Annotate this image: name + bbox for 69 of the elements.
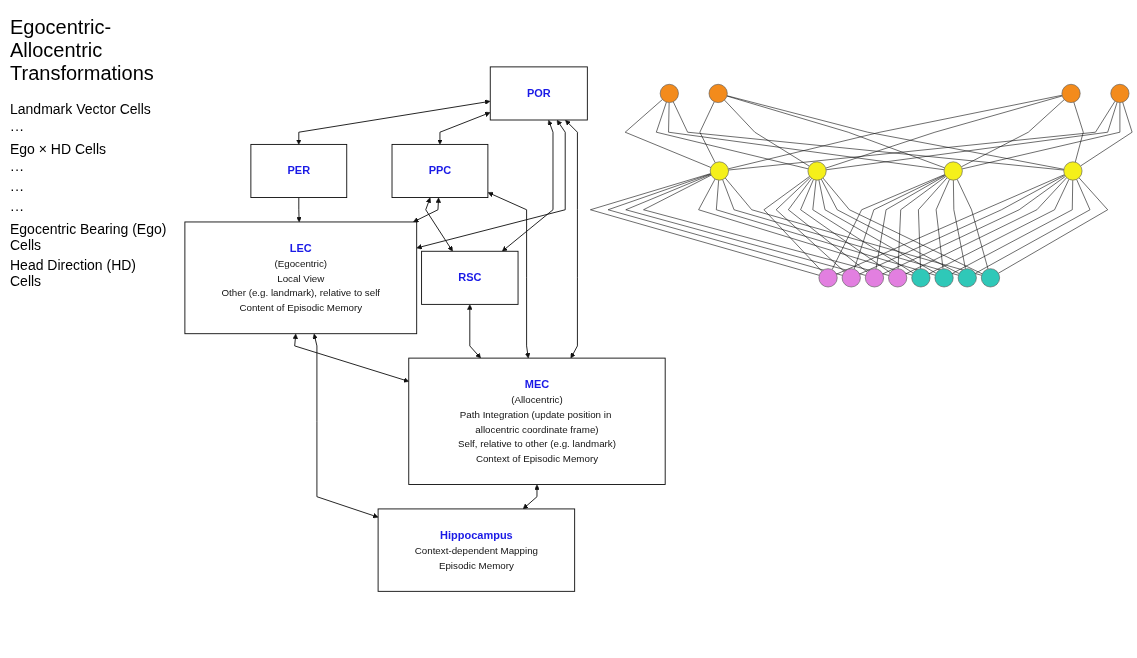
node-circle <box>1063 161 1083 181</box>
network-label: Head Direction (HD) Cells <box>10 257 138 289</box>
node-box: Hippocampus Context-dependent Mapping Episodic Memory <box>377 508 576 592</box>
connector <box>818 179 937 274</box>
connector <box>831 174 946 270</box>
connector <box>905 177 1067 274</box>
connector <box>643 174 890 276</box>
node-box: RSC <box>421 250 519 305</box>
connector <box>590 173 820 276</box>
node-box: PER <box>250 143 348 198</box>
network-label: ··· <box>10 201 25 217</box>
network-label: Ego × HD Cells <box>10 141 108 157</box>
connector <box>728 100 1116 171</box>
connector <box>821 178 960 274</box>
connector <box>918 177 948 269</box>
node-circle <box>1110 83 1130 103</box>
network-label: ··· <box>10 121 25 137</box>
connector <box>656 101 809 169</box>
network-label: Landmark Vector Cells <box>10 101 152 117</box>
connector <box>698 178 913 276</box>
node-circle <box>659 83 679 103</box>
connector <box>825 95 1063 169</box>
connector <box>625 174 866 276</box>
connector <box>875 175 946 269</box>
node-box: PPC <box>391 143 489 198</box>
node-box: POR <box>489 66 588 121</box>
node-box: LEC (Egocentric) Local View Other (e.g. landmark), relative to self Content of Episodic Memory <box>184 221 418 335</box>
node-circle <box>888 268 908 288</box>
connector <box>961 102 1121 170</box>
connector <box>800 179 891 273</box>
connector <box>1073 101 1084 163</box>
connector <box>775 176 845 272</box>
node-circle <box>934 268 954 288</box>
node-circle <box>1061 83 1081 103</box>
connector <box>853 174 946 270</box>
connector <box>961 99 1065 167</box>
diagram-title: Egocentric-Allocentric Transformations <box>10 16 155 85</box>
node-circle <box>807 161 827 181</box>
network-label: ··· <box>10 161 25 177</box>
connector <box>897 176 947 269</box>
node-circle <box>943 161 963 181</box>
connector <box>935 178 950 269</box>
connector <box>822 177 983 275</box>
connector <box>825 101 1118 170</box>
connector <box>812 179 914 274</box>
connector <box>974 178 1091 274</box>
connector <box>953 179 966 270</box>
connector <box>951 179 1074 274</box>
connector <box>928 178 1070 274</box>
node-circle <box>957 268 977 288</box>
node-box: MEC (Allocentric) Path Integration (update position in allocentric coordinate frame) Self, relative to other (e.g. landmark) Context of Episodic Memory <box>408 357 666 485</box>
node-circle <box>841 268 861 288</box>
connector <box>724 99 810 167</box>
connector <box>672 101 1065 171</box>
node-circle <box>911 268 931 288</box>
network-label: Egocentric Bearing (Ego) Cells <box>10 221 168 253</box>
connector <box>763 175 823 272</box>
connector <box>607 173 843 276</box>
connector <box>699 101 716 163</box>
node-circle <box>708 83 728 103</box>
node-circle <box>709 161 729 181</box>
node-circle <box>818 268 838 288</box>
connector <box>956 178 989 270</box>
connector <box>668 102 945 170</box>
network-label: ··· <box>10 181 25 197</box>
connector <box>788 177 868 273</box>
node-circle <box>981 268 1000 288</box>
connector <box>726 95 945 168</box>
node-circle <box>865 268 884 288</box>
